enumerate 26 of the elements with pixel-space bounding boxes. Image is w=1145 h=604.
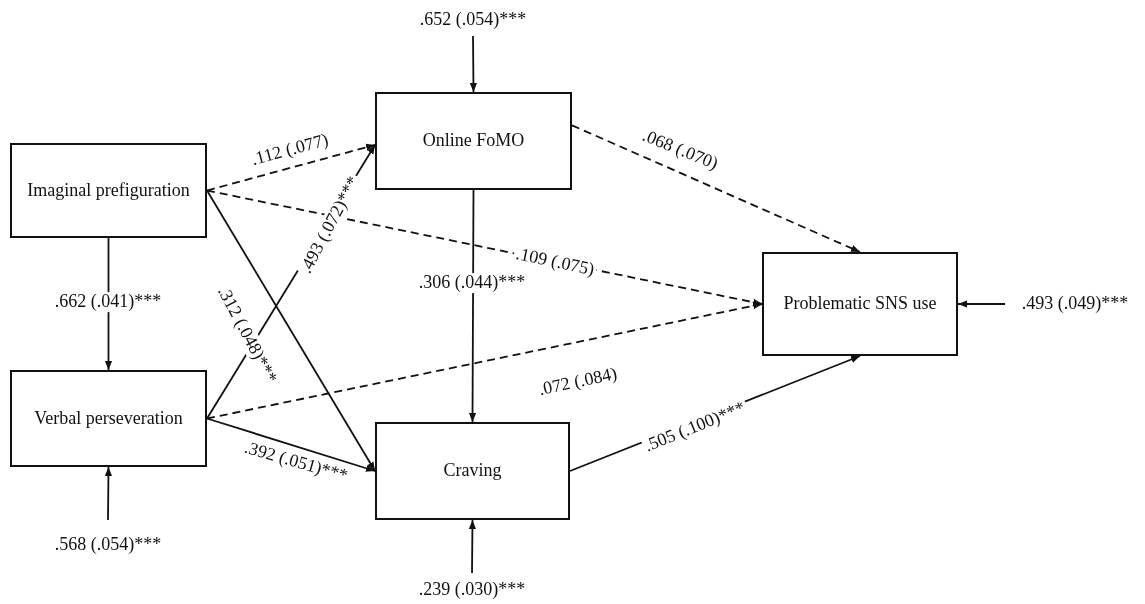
dashed-arrow	[206, 143, 376, 192]
edge-label: .239 (.030)***	[416, 580, 528, 600]
arrow	[104, 466, 112, 521]
edge-label: .568 (.054)***	[52, 535, 164, 555]
dashed-arrow	[571, 124, 861, 253]
arrow	[206, 417, 376, 472]
node-label: Problematic SNS use	[782, 292, 938, 316]
node-label: Online FoMO	[421, 129, 526, 153]
arrow	[468, 189, 477, 423]
arrow	[206, 189, 376, 472]
variable-box	[10, 143, 207, 238]
arrow	[468, 519, 476, 574]
edge-label: .306 (.044)***	[416, 273, 528, 293]
variable-box	[375, 92, 572, 190]
node-label: Verbal perseveration	[33, 406, 184, 430]
edge-label: .493 (.049)***	[1019, 294, 1131, 314]
arrow	[957, 300, 1006, 308]
arrow	[469, 35, 477, 93]
dashed-arrow	[206, 302, 763, 420]
edge-label: .652 (.054)***	[417, 10, 529, 30]
variable-box	[762, 252, 958, 356]
node-label: Craving	[442, 459, 503, 483]
node-label: Imaginal prefiguration	[26, 178, 191, 202]
variable-box	[10, 370, 207, 467]
edge-label: .662 (.041)***	[52, 292, 164, 312]
variable-box	[375, 422, 570, 520]
